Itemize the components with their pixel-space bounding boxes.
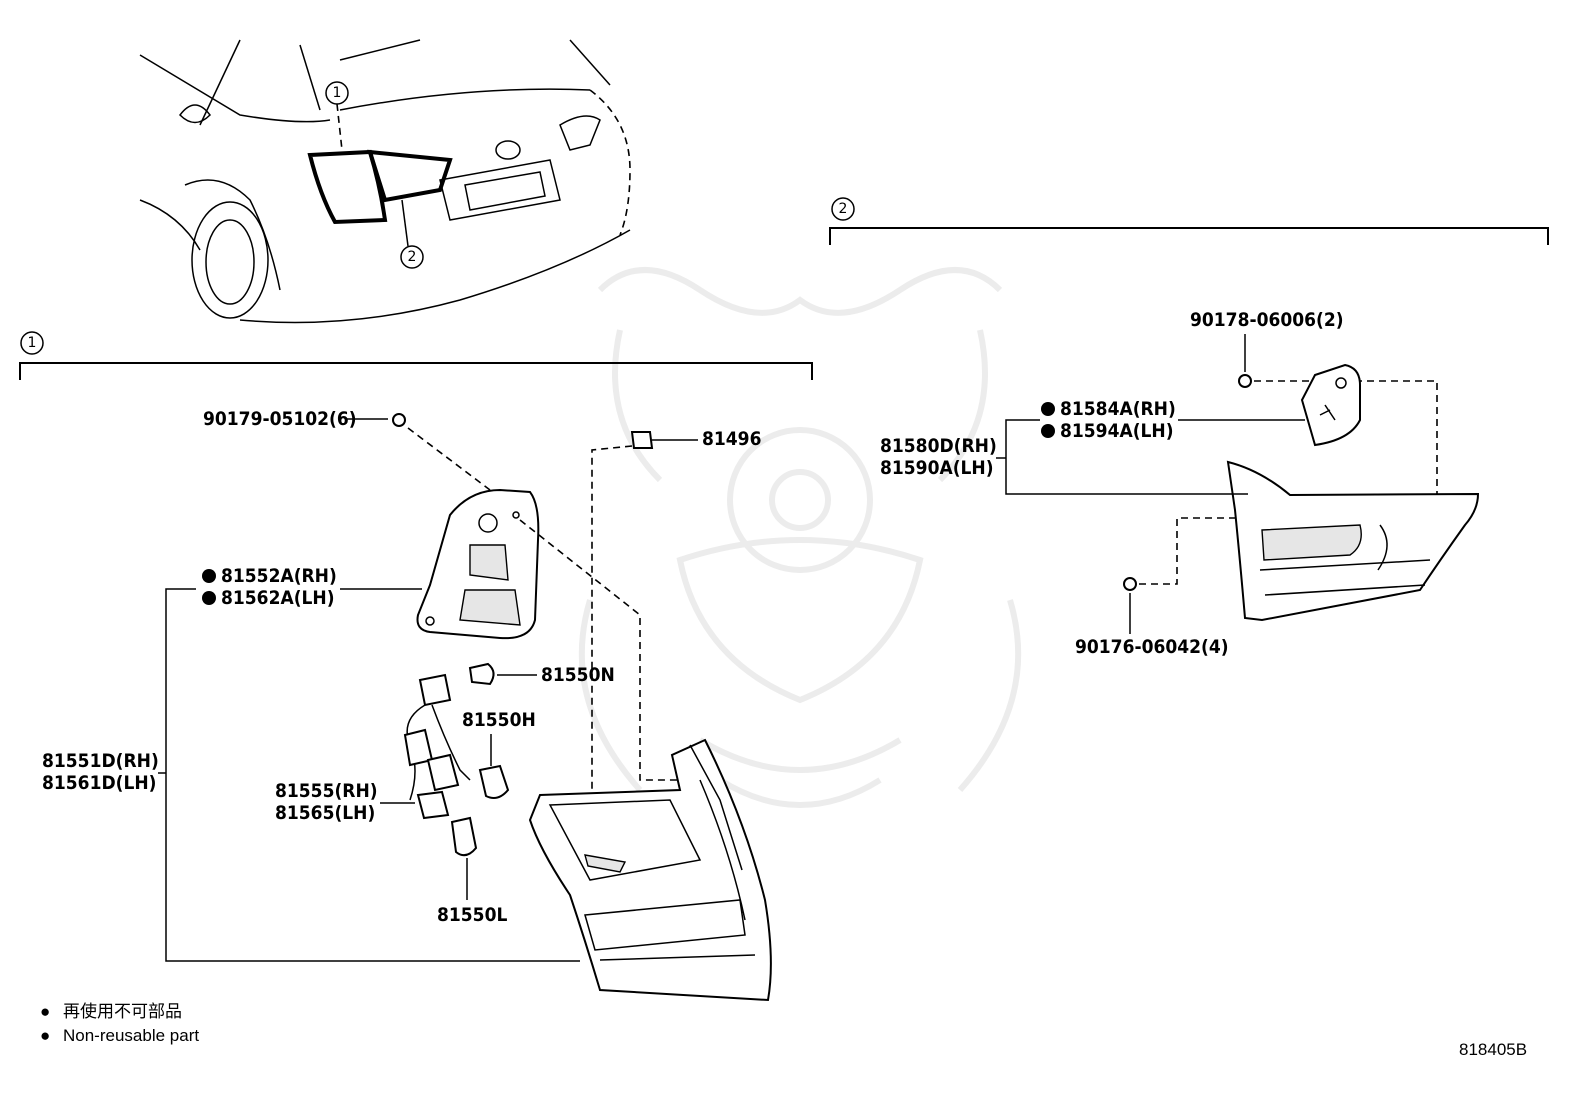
callout-2-overview: 2 [400, 199, 424, 269]
section-1-bracket: 1 [19, 331, 813, 380]
label-bulb-h: 81550H [462, 709, 536, 731]
label-lamp-assy-2-lh: 81590A(LH) [880, 457, 994, 479]
lamp-assy-2-labels: 81580D(RH) 81590A(LH) [880, 419, 1248, 495]
tail-lamp-assy-part [528, 738, 772, 1002]
legend-marker: ● [40, 1026, 50, 1045]
bulb-n-part: 81550N [468, 662, 615, 686]
socket-plate-2-labels: 81584A(RH) 81594A(LH) [1041, 398, 1305, 442]
nonreusable-marker [202, 569, 216, 583]
svg-text:1: 1 [333, 85, 342, 101]
socket-plate-part [416, 488, 680, 781]
label-socket-wire-rh: 81555(RH) [275, 780, 378, 802]
label-nut-bottom: 90176-06042(4) [1075, 636, 1229, 658]
svg-text:2: 2 [839, 201, 848, 217]
label-lamp-assy-lh: 81561D(LH) [42, 772, 156, 794]
socket-wire-labels: 81555(RH) 81565(LH) [275, 780, 415, 824]
label-bulb-n: 81550N [541, 664, 615, 686]
section-2-bracket: 2 [829, 197, 1549, 245]
nut-bottom-part: 90176-06042(4) [1075, 517, 1240, 658]
nut-top-part: 90178-06006(2) [1190, 309, 1438, 520]
label-bulb-l: 81550L [437, 904, 507, 926]
label-socket-plate-lh: 81562A(LH) [221, 587, 335, 609]
illustration-number: 818405B [1459, 1040, 1527, 1059]
label-nut-top: 90178-06006(2) [1190, 309, 1344, 331]
clip-screw-part: 90179-05102(6) [203, 408, 491, 491]
label-socket-plate-2-rh: 81584A(RH) [1060, 398, 1176, 420]
label-lamp-assy-2-rh: 81580D(RH) [880, 435, 997, 457]
label-clip-screw: 90179-05102(6) [203, 408, 357, 430]
legend: ● 再使用不可部品 ● Non-reusable part [40, 1001, 199, 1045]
nonreusable-marker [1041, 424, 1055, 438]
svg-text:1: 1 [28, 335, 37, 351]
nonreusable-marker [1041, 402, 1055, 416]
clip-part: 81496 [591, 428, 761, 800]
watermark-emblem [578, 267, 1022, 808]
label-socket-plate-2-lh: 81594A(LH) [1060, 420, 1174, 442]
legend-japanese: 再使用不可部品 [63, 1001, 182, 1021]
lamp-assy-2-part [1226, 460, 1480, 622]
label-socket-plate-rh: 81552A(RH) [221, 565, 337, 587]
socket-plate-2-part [1300, 363, 1361, 447]
bulb-l-part: 81550L [437, 816, 507, 926]
nonreusable-marker [202, 591, 216, 605]
tail-lamp-assy-labels: 81551D(RH) 81561D(LH) [42, 588, 580, 962]
callout-1-overview: 1 [325, 81, 349, 151]
legend-marker: ● [40, 1002, 50, 1021]
vehicle-rear-view [139, 39, 631, 324]
socket-plate-labels: 81552A(RH) 81562A(LH) [202, 565, 422, 609]
label-clip: 81496 [702, 428, 761, 450]
bulb-h-part: 81550H [462, 709, 536, 799]
socket-wire-part [403, 673, 471, 820]
label-socket-wire-lh: 81565(LH) [275, 802, 375, 824]
legend-english: Non-reusable part [63, 1026, 199, 1045]
svg-text:2: 2 [408, 249, 417, 265]
label-lamp-assy-rh: 81551D(RH) [42, 750, 159, 772]
